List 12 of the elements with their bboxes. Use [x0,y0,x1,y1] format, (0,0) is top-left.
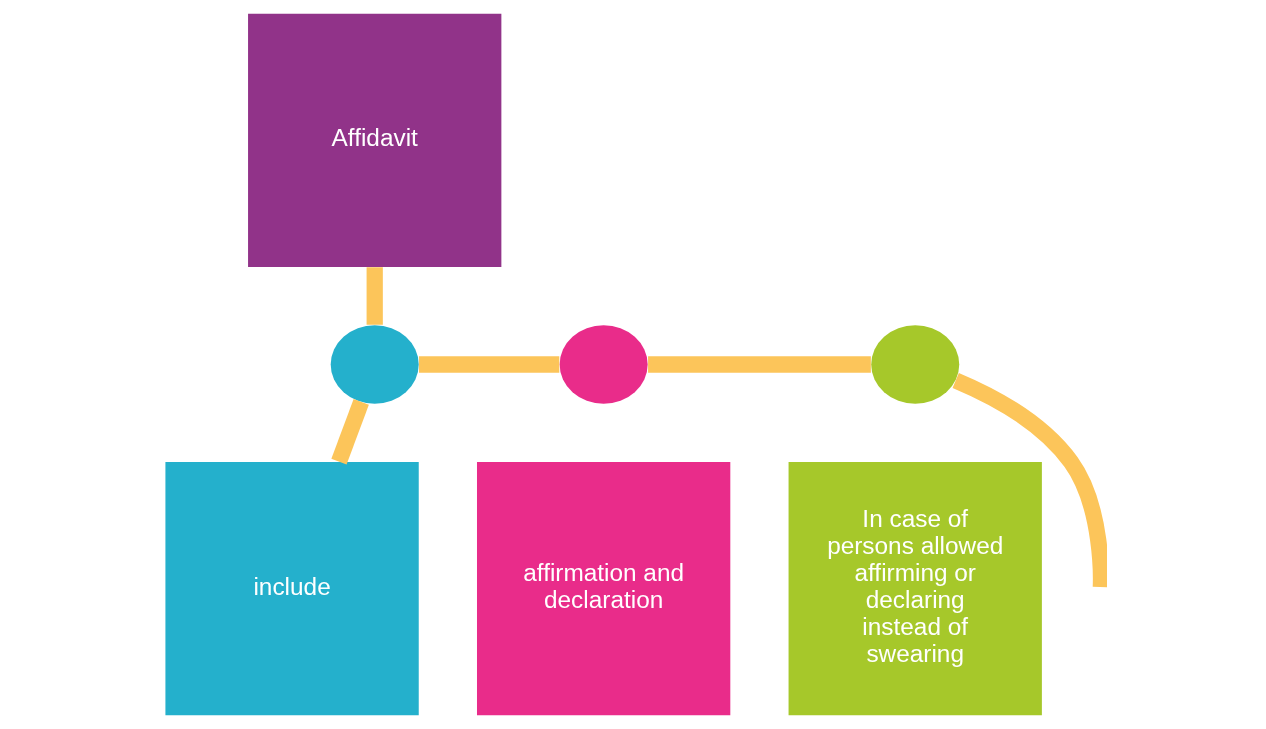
node-box: In case of persons allowed affirming or declaring instead of swearing [788,462,1042,716]
node-box: include [164,462,419,716]
connector [418,356,559,373]
connector [647,356,871,373]
connector [951,373,1107,588]
connector [330,399,369,465]
node-circle [330,325,419,404]
node-circle [559,325,648,404]
node-box: affirmation and declaration [476,462,730,716]
node-box: Affidavit [247,13,501,267]
node-circle [870,325,959,404]
connector [366,267,383,325]
